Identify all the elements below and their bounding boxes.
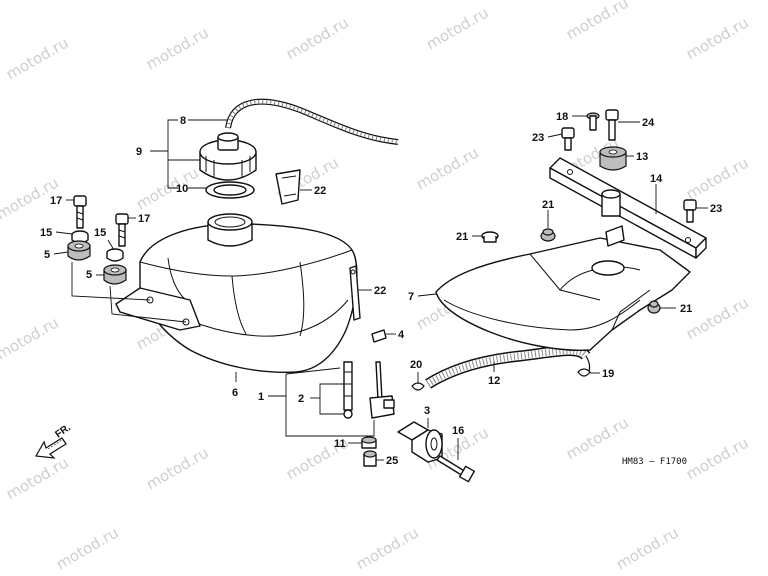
bolt-17-right xyxy=(115,213,129,247)
watermark: motod.ru xyxy=(0,313,62,363)
bolt-23-right xyxy=(683,199,697,223)
grommet-21-c xyxy=(647,300,661,314)
callout-25: 25 xyxy=(386,455,398,467)
bolt-16 xyxy=(436,455,476,483)
fuel-tube-12 xyxy=(425,345,591,389)
callout-22: 22 xyxy=(374,285,386,297)
watermark: motod.ru xyxy=(3,33,72,83)
callout-12: 12 xyxy=(488,375,500,387)
clip-19 xyxy=(577,368,591,377)
callout-6: 6 xyxy=(232,387,238,399)
callout-14: 14 xyxy=(650,173,663,185)
callout-4: 4 xyxy=(398,329,405,341)
watermark: motod.ru xyxy=(423,3,492,53)
callout-21: 21 xyxy=(542,199,554,211)
callout-1: 1 xyxy=(258,391,264,403)
watermark: motod.ru xyxy=(3,453,72,503)
watermark: motod.ru xyxy=(563,413,632,463)
callout-8: 8 xyxy=(180,115,186,127)
tank-strap-22 xyxy=(349,265,361,321)
fuel-tank xyxy=(115,213,358,373)
callout-labels: 8 9 10 17 17 15 15 5 5 22 22 4 6 1 2 11 … xyxy=(40,111,722,467)
callout-21: 21 xyxy=(680,303,692,315)
grommet-21-b xyxy=(481,231,499,243)
watermark: motod.ru xyxy=(283,13,352,63)
direction-indicator: FR. xyxy=(35,422,73,459)
bolt-18 xyxy=(586,112,600,131)
callout-17: 17 xyxy=(138,213,150,225)
watermark: motod.ru xyxy=(683,433,752,483)
bolt-23-upper xyxy=(561,127,575,151)
callout-22: 22 xyxy=(314,185,326,197)
callout-19: 19 xyxy=(602,368,614,380)
callout-2: 2 xyxy=(298,393,304,405)
callout-5: 5 xyxy=(86,269,92,281)
cap-gasket xyxy=(205,181,255,199)
collar-15-right xyxy=(106,248,124,262)
tray-7 xyxy=(435,225,691,352)
leader-lines xyxy=(53,115,708,461)
clamp-20 xyxy=(411,382,425,391)
bolt-24 xyxy=(605,109,619,141)
bolt-25 xyxy=(363,450,377,467)
watermark: motod.ru xyxy=(143,443,212,493)
callout-15: 15 xyxy=(40,227,52,239)
clip-4 xyxy=(371,329,387,343)
tank-band-22 xyxy=(275,169,301,205)
watermark: motod.ru xyxy=(353,523,422,573)
watermark: motod.ru xyxy=(683,293,752,343)
diagram-code: HM83 – F1700 xyxy=(622,457,687,467)
rubber-13 xyxy=(599,146,627,171)
watermark: motod.ru xyxy=(133,163,202,213)
watermark: motod.ru xyxy=(683,13,752,63)
watermark: motod.ru xyxy=(563,0,632,43)
callout-16: 16 xyxy=(452,425,464,437)
callout-3: 3 xyxy=(424,405,430,417)
rubber-5-right xyxy=(103,264,127,285)
callout-23: 23 xyxy=(532,132,544,144)
grommet-21-a xyxy=(540,228,556,242)
callout-7: 7 xyxy=(408,291,414,303)
watermark: motod.ru xyxy=(613,523,682,573)
rubber-5-left xyxy=(67,240,91,261)
watermark: motod.ru xyxy=(143,23,212,73)
callout-21: 21 xyxy=(456,231,468,243)
callout-10: 10 xyxy=(176,183,188,195)
breather-tube xyxy=(225,98,399,145)
callout-23: 23 xyxy=(710,203,722,215)
nut-11 xyxy=(361,436,377,449)
callout-15: 15 xyxy=(94,227,106,239)
callout-18: 18 xyxy=(556,111,568,123)
callout-9: 9 xyxy=(136,146,142,158)
callout-24: 24 xyxy=(642,117,655,129)
callout-20: 20 xyxy=(410,359,422,371)
callout-11: 11 xyxy=(334,438,346,450)
bracket-14 xyxy=(549,157,707,259)
watermark: motod.ru xyxy=(683,153,752,203)
watermark: motod.ru xyxy=(413,143,482,193)
fuel-valve xyxy=(343,361,395,419)
arrow-down-left-icon xyxy=(35,437,67,459)
pump-3 xyxy=(397,421,443,463)
callout-17: 17 xyxy=(50,195,62,207)
callout-13: 13 xyxy=(636,151,648,163)
callout-5: 5 xyxy=(44,249,50,261)
watermark: motod.ru xyxy=(53,523,122,573)
bolt-17-left xyxy=(73,195,87,229)
fuel-cap xyxy=(199,132,257,181)
direction-label: FR. xyxy=(53,422,73,440)
